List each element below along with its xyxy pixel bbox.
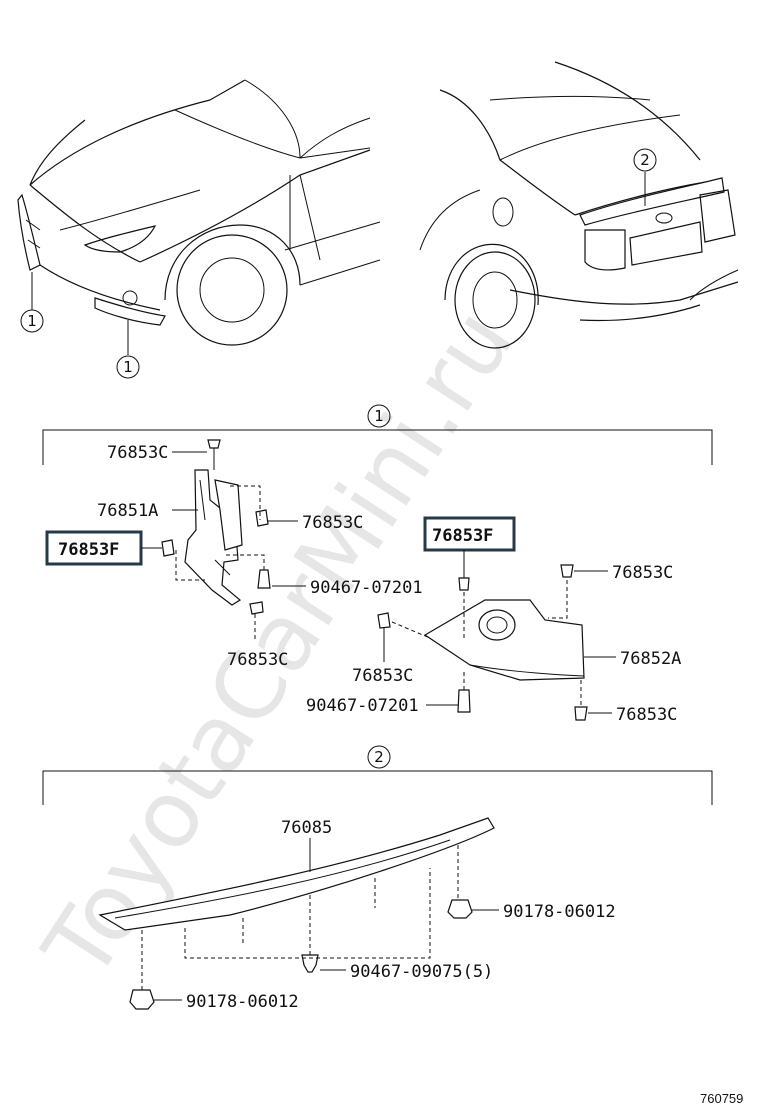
spoiler-76085-illustration — [98, 817, 495, 1010]
label-clip-center: 90467-09075(5) — [320, 962, 493, 982]
callout-1-grille: 1 — [20, 272, 44, 333]
label-part-76851A: 76851A — [97, 501, 198, 521]
svg-text:90467-07201: 90467-07201 — [306, 696, 419, 716]
label-part-76852A: 76852A — [584, 649, 681, 669]
label-highlight-right: 76853F — [423, 516, 516, 578]
label-spoiler-76085: 76085 — [281, 818, 332, 872]
svg-text:76851A: 76851A — [97, 501, 158, 521]
svg-text:90467-07201: 90467-07201 — [310, 578, 423, 598]
svg-text:90467-09075(5): 90467-09075(5) — [350, 962, 493, 982]
part-76852A-illustration — [377, 564, 588, 721]
label-nut-right: 90178-06012 — [472, 902, 616, 922]
label-screw-mid: 90467-07201 — [272, 578, 423, 598]
part-76851A-illustration — [161, 439, 271, 640]
svg-text:76853C: 76853C — [227, 650, 288, 670]
section1-header: 1 — [42, 404, 713, 465]
svg-text:1: 1 — [27, 312, 37, 330]
diagram-code: 760759 — [700, 1091, 743, 1106]
label-clip-bottom-left: 76853C — [227, 650, 288, 670]
svg-text:76853C: 76853C — [616, 705, 677, 725]
svg-text:76853F: 76853F — [432, 526, 493, 546]
svg-text:76853C: 76853C — [302, 513, 363, 533]
svg-text:1: 1 — [374, 407, 384, 425]
svg-text:76085: 76085 — [281, 818, 332, 838]
section2-header: 2 — [42, 745, 713, 805]
svg-text:76853F: 76853F — [58, 540, 119, 560]
label-clip-top: 76853C — [107, 443, 207, 463]
svg-text:2: 2 — [640, 151, 650, 169]
label-clip-right-top: 76853C — [574, 563, 673, 583]
svg-text:76853C: 76853C — [107, 443, 168, 463]
callout-1-foglamp: 1 — [116, 320, 140, 379]
callout-2-spoiler: 2 — [633, 148, 657, 206]
svg-text:90178-06012: 90178-06012 — [503, 902, 616, 922]
label-clip-mid: 76853C — [352, 628, 413, 686]
label-highlight-left: 76853F — [45, 530, 162, 566]
label-clip-right-bottom: 76853C — [588, 705, 677, 725]
rear-car-illustration — [419, 61, 739, 349]
label-screw-bottom: 90467-07201 — [306, 696, 458, 716]
svg-text:1: 1 — [123, 358, 133, 376]
svg-text:76853C: 76853C — [352, 666, 413, 686]
label-nut-left: 90178-06012 — [154, 992, 299, 1012]
front-car-illustration — [17, 79, 381, 346]
svg-text:76852A: 76852A — [620, 649, 681, 669]
svg-text:2: 2 — [374, 748, 384, 766]
svg-text:90178-06012: 90178-06012 — [186, 992, 299, 1012]
svg-text:76853C: 76853C — [612, 563, 673, 583]
label-clip-right-upper: 76853C — [268, 513, 363, 533]
